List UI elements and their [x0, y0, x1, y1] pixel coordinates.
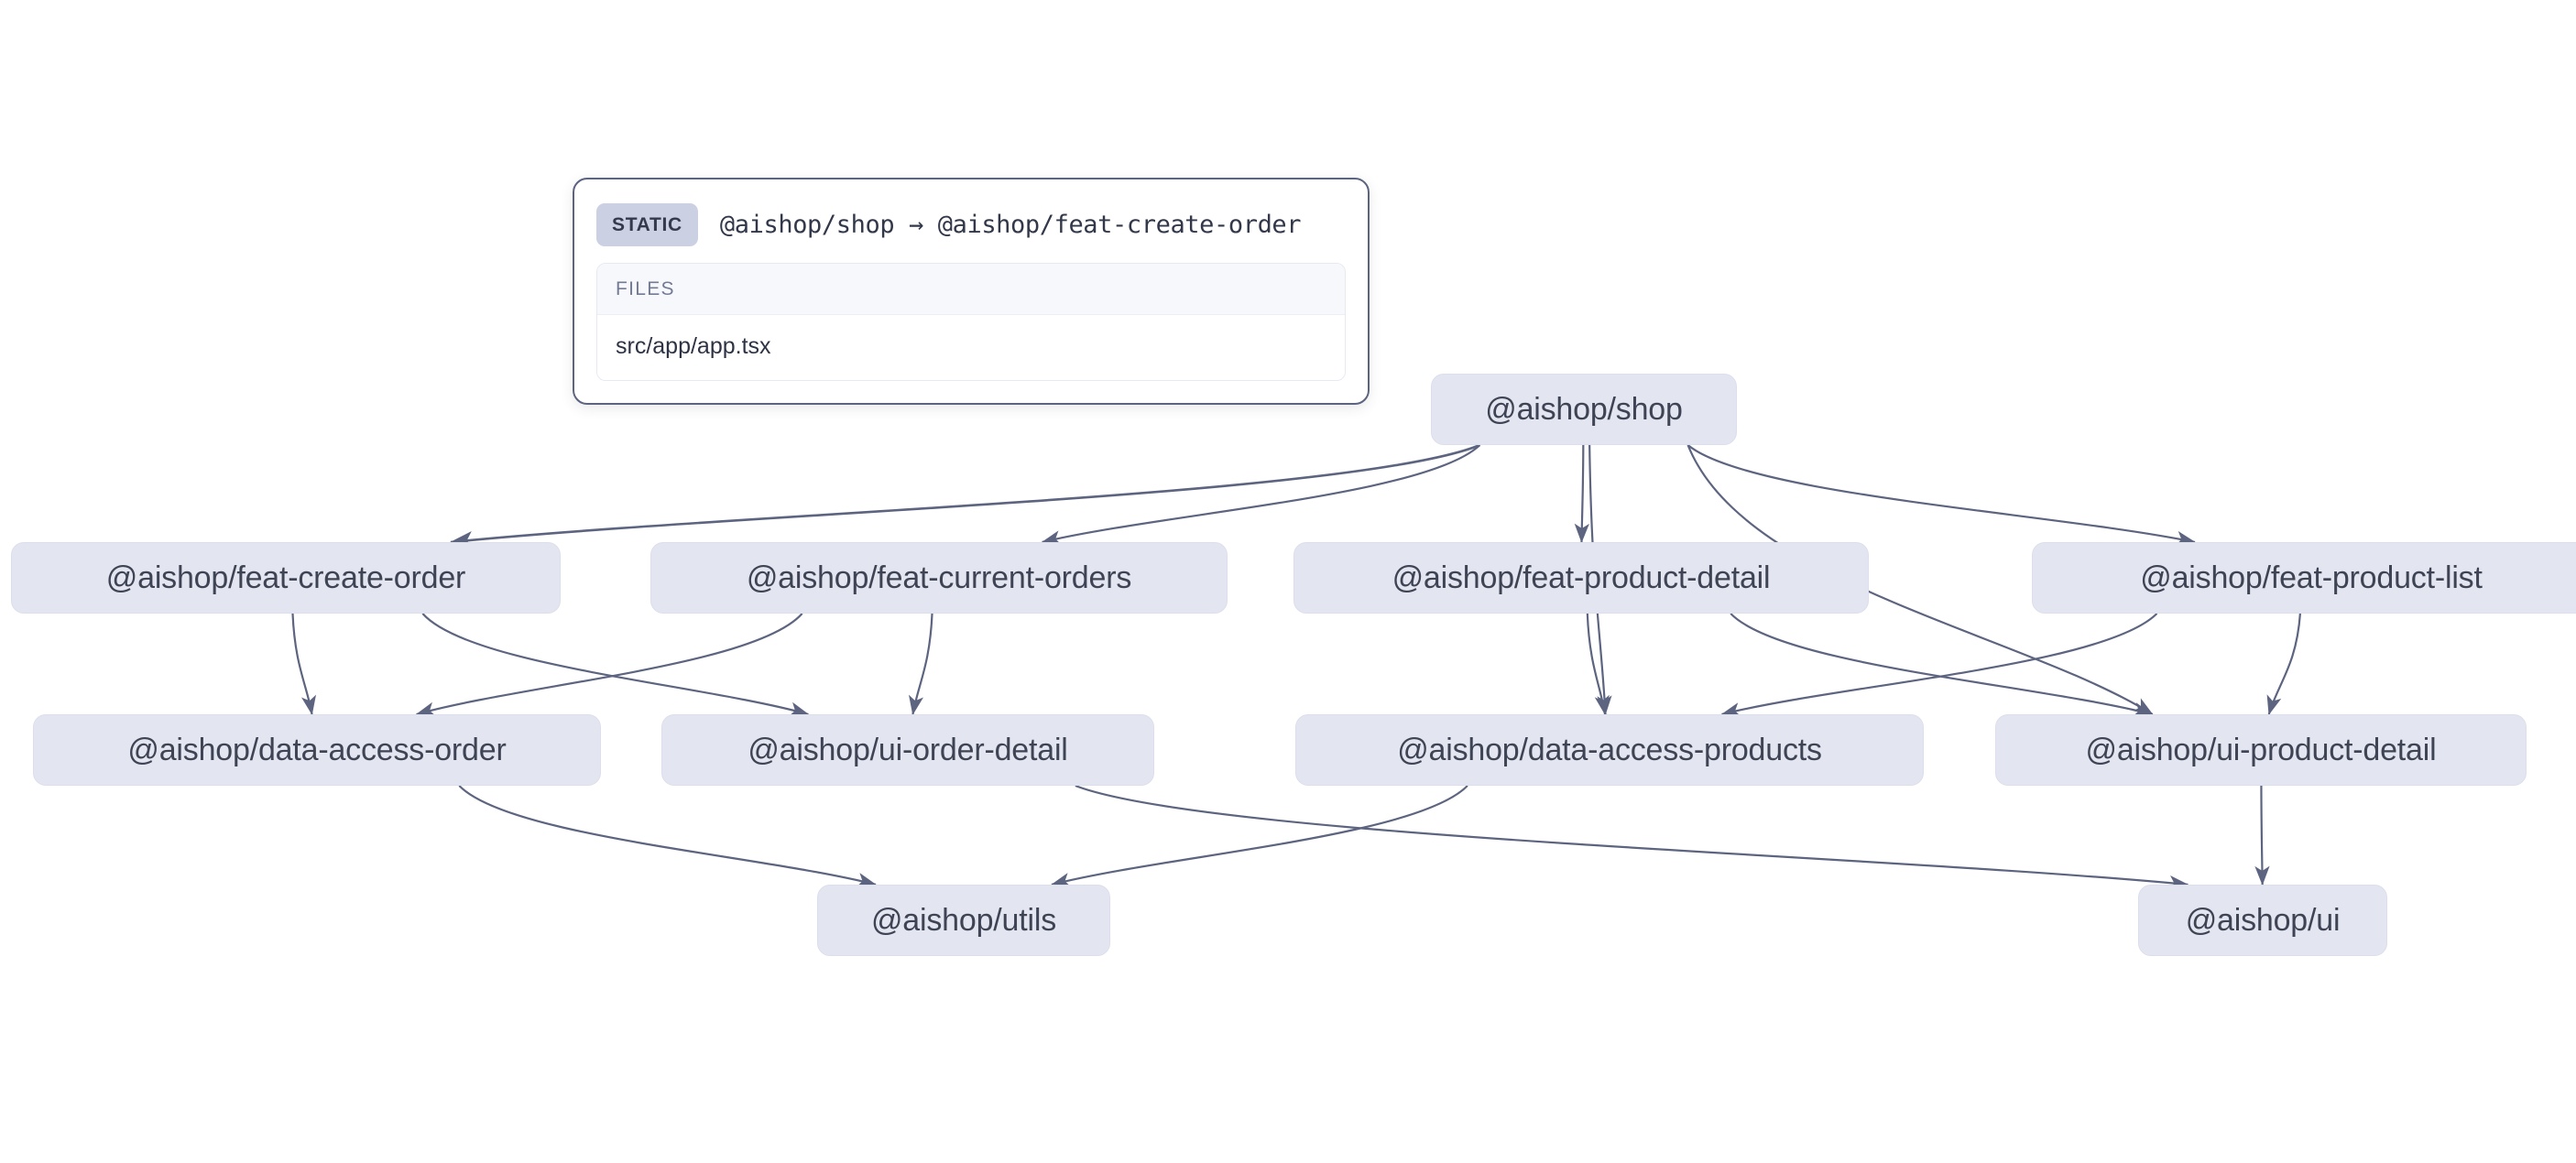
- graph-edge-data-access-order-to-utils[interactable]: [458, 785, 877, 887]
- detail-files-panel: FILES src/app/app.tsx: [596, 263, 1346, 381]
- graph-node-data-access-order[interactable]: @aishop/data-access-order: [33, 714, 601, 786]
- graph-edge-feat-product-detail-to-data-access-products[interactable]: [1586, 613, 1610, 715]
- graph-edge-shop-to-feat-current-orders[interactable]: [1041, 444, 1481, 546]
- graph-node-utils[interactable]: @aishop/utils: [817, 885, 1110, 956]
- graph-node-ui[interactable]: @aishop/ui: [2138, 885, 2387, 956]
- static-badge: STATIC: [596, 203, 698, 246]
- detail-card-title: @aishop/shop → @aishop/feat-create-order: [719, 211, 1302, 239]
- graph-node-label: @aishop/feat-product-list: [2140, 560, 2483, 595]
- graph-node-label: @aishop/utils: [870, 902, 1056, 938]
- graph-node-ui-product-detail[interactable]: @aishop/ui-product-detail: [1995, 714, 2527, 786]
- graph-node-feat-create-order[interactable]: @aishop/feat-create-order: [11, 542, 561, 614]
- graph-node-label: @aishop/ui-order-detail: [748, 732, 1068, 767]
- graph-edge-feat-current-orders-to-ui-order-detail[interactable]: [908, 613, 933, 715]
- detail-card-header: STATIC @aishop/shop → @aishop/feat-creat…: [596, 200, 1346, 263]
- graph-edge-feat-product-detail-to-ui-product-detail[interactable]: [1730, 613, 2154, 717]
- graph-edge-ui-product-detail-to-ui[interactable]: [2254, 785, 2270, 886]
- edge-detail-card[interactable]: STATIC @aishop/shop → @aishop/feat-creat…: [573, 178, 1370, 405]
- graph-node-label: @aishop/data-access-products: [1397, 732, 1822, 767]
- detail-file-list: src/app/app.tsx: [597, 315, 1345, 380]
- graph-node-label: @aishop/ui-product-detail: [2085, 732, 2437, 767]
- graph-node-label: @aishop/feat-create-order: [105, 560, 466, 595]
- graph-node-data-access-products[interactable]: @aishop/data-access-products: [1295, 714, 1924, 786]
- graph-node-label: @aishop/data-access-order: [127, 732, 507, 767]
- graph-edge-feat-create-order-to-data-access-order[interactable]: [291, 613, 317, 715]
- graph-edge-shop-to-feat-product-detail[interactable]: [1574, 444, 1589, 543]
- files-section-label: FILES: [597, 264, 1345, 315]
- graph-node-label: @aishop/shop: [1485, 391, 1683, 427]
- graph-node-ui-order-detail[interactable]: @aishop/ui-order-detail: [661, 714, 1154, 786]
- graph-edge-feat-product-list-to-ui-product-detail[interactable]: [2266, 613, 2301, 715]
- graph-edge-feat-create-order-to-ui-order-detail[interactable]: [421, 613, 810, 717]
- graph-edge-feat-product-list-to-data-access-products[interactable]: [1720, 613, 2158, 718]
- graph-node-label: @aishop/ui: [2185, 902, 2341, 938]
- graph-edge-data-access-products-to-utils[interactable]: [1051, 785, 1468, 887]
- graph-node-label: @aishop/feat-current-orders: [746, 560, 1132, 595]
- graph-edge-ui-order-detail-to-ui[interactable]: [1075, 784, 2189, 891]
- graph-edge-shop-to-feat-create-order[interactable]: [449, 443, 1480, 549]
- graph-edge-shop-to-feat-product-list[interactable]: [1686, 444, 2196, 546]
- graph-node-feat-product-detail[interactable]: @aishop/feat-product-detail: [1293, 542, 1869, 614]
- detail-file-row[interactable]: src/app/app.tsx: [597, 315, 1345, 380]
- graph-node-label: @aishop/feat-product-detail: [1392, 560, 1771, 595]
- graph-node-feat-current-orders[interactable]: @aishop/feat-current-orders: [650, 542, 1228, 614]
- graph-node-shop[interactable]: @aishop/shop: [1431, 374, 1737, 445]
- graph-node-feat-product-list[interactable]: @aishop/feat-product-list: [2032, 542, 2576, 614]
- graph-edge-feat-current-orders-to-data-access-order[interactable]: [415, 613, 803, 717]
